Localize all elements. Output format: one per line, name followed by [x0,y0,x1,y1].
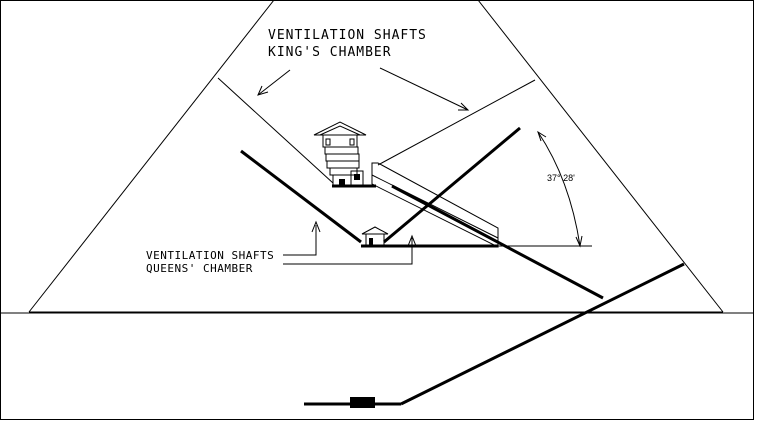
kings-arrowhead-right [458,102,470,111]
kings-arrow-right [379,67,469,111]
diagram-frame [0,0,754,420]
ascending-passage [391,184,604,300]
queens-leader-right [283,238,413,265]
queens-arrowhead-left [311,220,321,233]
angle-label: 37° 28' [547,173,575,183]
kings-chamber-title: KING'S CHAMBER [268,45,392,60]
queens-shafts-title: VENTILATION SHAFTS [146,249,274,262]
kings-arrowhead-left [257,85,269,96]
angle-arrowhead-bottom [575,235,583,248]
queens-chamber-title: QUEENS' CHAMBER [146,262,253,275]
queens-chamber [361,226,498,248]
angle-arc [537,131,581,247]
kings-shafts-title: VENTILATION SHAFTS [268,28,427,43]
grand-gallery-inner [371,174,499,239]
kings-arrow-left [257,69,291,96]
descending-passage [400,262,685,406]
kings-south-shaft [377,79,536,166]
queens-leader-left [283,225,317,256]
pyramid-right-face [477,0,724,313]
queens-north-shaft [240,149,362,244]
kings-north-shaft [217,77,334,184]
pyramid-left-face [28,0,275,313]
angle-arrowhead-top [537,130,547,142]
queens-south-shaft [383,126,521,244]
subterranean-chamber [350,397,375,408]
queens-arrowhead-right [407,234,417,247]
kings-chamber [313,121,376,188]
